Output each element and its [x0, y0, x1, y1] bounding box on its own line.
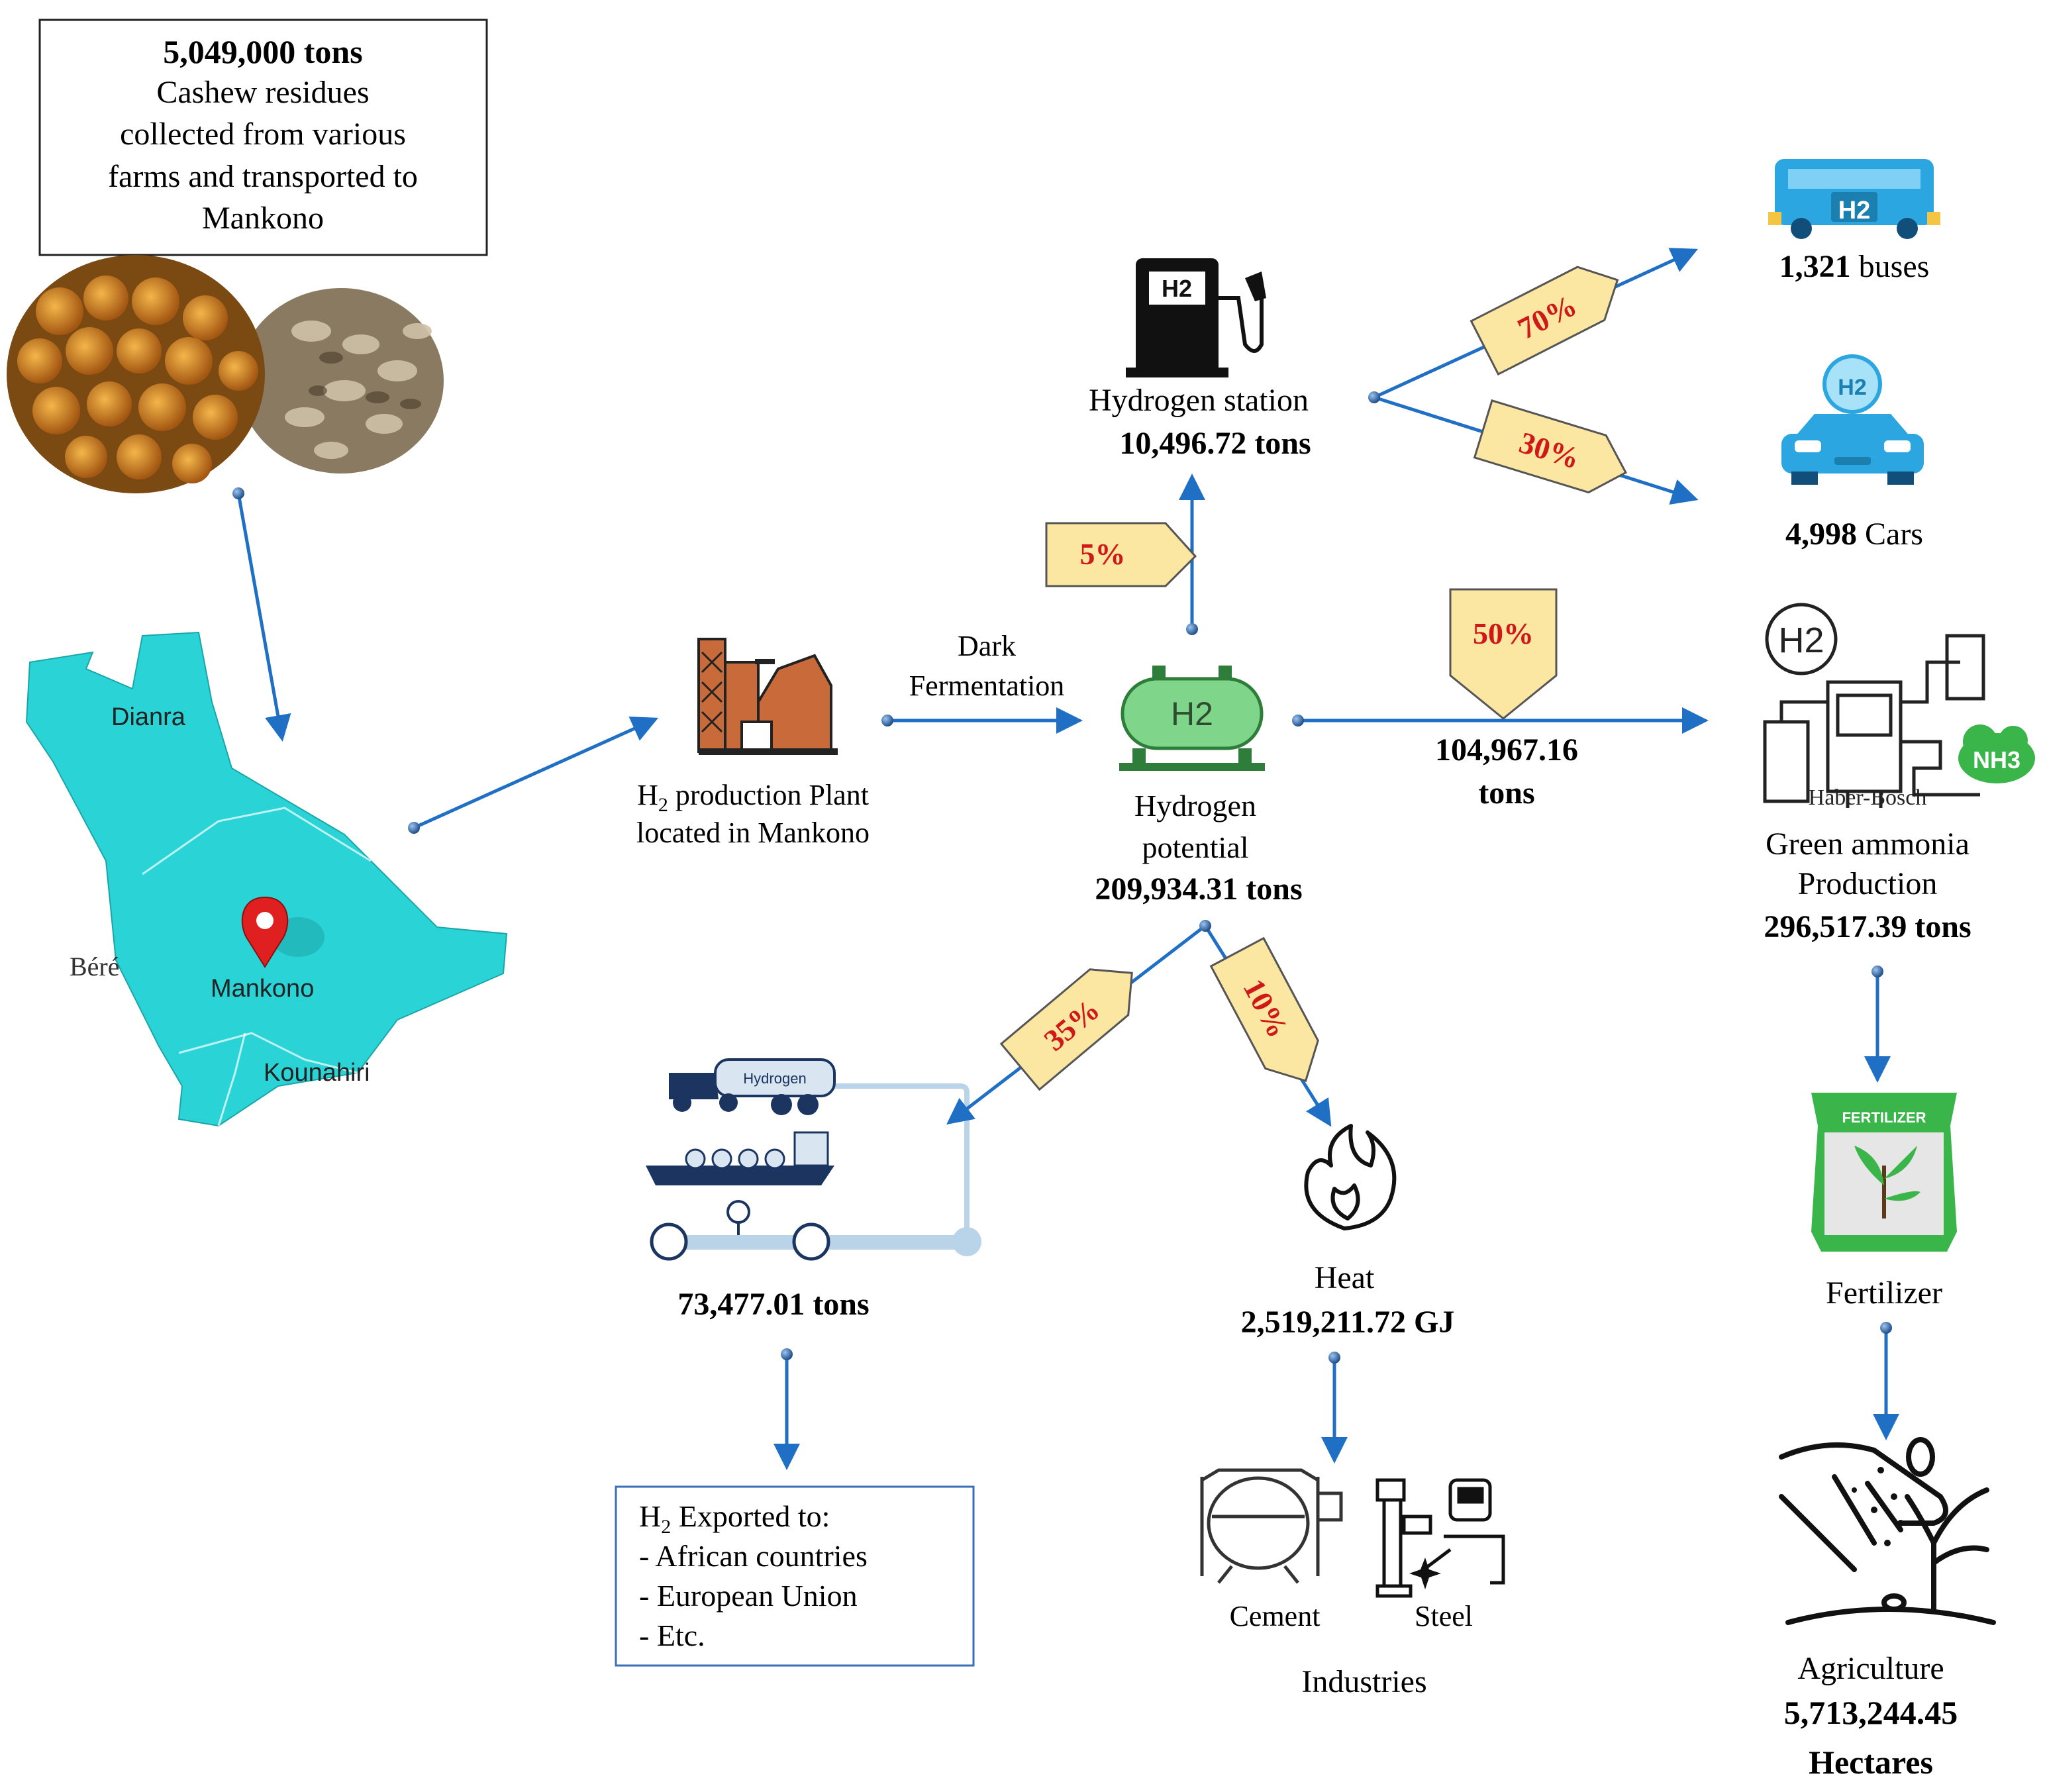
buses-unit: buses — [1851, 249, 1930, 284]
agriculture-hand-seed-icon — [1779, 1437, 1996, 1625]
ammonia-flow-amount: 104,967.16 — [1435, 732, 1578, 768]
nh3-cloud-icon: NH3 — [1958, 724, 2035, 783]
cement-mixer-icon — [1200, 1468, 1343, 1584]
heat-label: Heat — [1315, 1260, 1375, 1295]
cement-label: Cement — [1230, 1600, 1321, 1632]
export-item-3: - Etc. — [639, 1618, 705, 1652]
buses-label: 1,321 buses — [1779, 249, 1930, 284]
ammonia-icon-h2: H2 — [1778, 621, 1824, 660]
welding-spark-icon — [1409, 1558, 1441, 1589]
ammonia-flow-unit: tons — [1478, 775, 1534, 811]
percent-tag-35: 35% — [999, 968, 1133, 1091]
haber-bosch-plant-icon — [1763, 603, 1985, 808]
arrow-map-to-plant — [413, 717, 659, 830]
pump-label: H2 — [1162, 275, 1192, 302]
station-amount: 10,496.72 tons — [1119, 426, 1311, 461]
source-line-4: Mankono — [202, 201, 324, 236]
fertilizer-label: Fertilizer — [1826, 1275, 1942, 1311]
source-line-2: collected from various — [120, 117, 406, 152]
export-box-h: H — [639, 1499, 661, 1533]
station-label: Hydrogen station — [1089, 383, 1309, 418]
percent-tag-5: 5% — [1045, 522, 1197, 587]
hydrogen-bus-icon: H2 — [1768, 159, 1940, 239]
hub-amount: 209,934.31 tons — [1095, 871, 1302, 907]
ammonia-icon-nh3: NH3 — [1973, 746, 2020, 773]
haber-bosch-caption: Haber-Bosch — [1809, 785, 1927, 810]
agriculture-unit: Hectares — [1809, 1744, 1933, 1781]
cars-label: 4,998 Cars — [1785, 517, 1923, 552]
export-amount: 73,477.01 tons — [677, 1287, 869, 1322]
percent-tag-30: 30% — [1473, 399, 1628, 494]
factory-icon — [697, 638, 838, 755]
flame-icon — [1304, 1124, 1397, 1230]
export-box-subscript: 2 — [661, 1516, 671, 1538]
percent-tag-10: 10% — [1209, 936, 1319, 1082]
steel-label: Steel — [1415, 1600, 1473, 1632]
ammonia-label-line-2: Production — [1798, 866, 1938, 901]
cashew-apples-photo — [7, 255, 265, 493]
buses-amount: 1,321 — [1779, 249, 1851, 284]
process-label-line-2: Fermentation — [909, 670, 1065, 702]
map-label-mankono: Mankono — [211, 975, 314, 1003]
source-line-1: Cashew residues — [156, 75, 369, 110]
export-transport-icon: Hydrogen — [646, 1058, 981, 1261]
export-box-title-rest: Exported to: — [671, 1499, 830, 1533]
export-item-1: - African countries — [639, 1539, 868, 1573]
industries-label: Industries — [1301, 1664, 1426, 1699]
map-label-bere: Béré — [70, 952, 120, 981]
hub-label-line-1: Hydrogen — [1134, 789, 1256, 822]
fertilizer-bag-label: FERTILIZER — [1842, 1109, 1926, 1126]
agriculture-label: Agriculture — [1797, 1651, 1944, 1686]
ammonia-amount: 296,517.39 tons — [1764, 909, 1971, 944]
percent-5: 5% — [1080, 537, 1126, 571]
ammonia-label-line-1: Green ammonia — [1766, 826, 1970, 862]
export-box-title: H2 Exported to: — [639, 1499, 830, 1538]
agriculture-amount: 5,713,244.45 — [1784, 1694, 1958, 1731]
hydrogen-tank-icon: H2 — [1119, 666, 1265, 771]
car-label: H2 — [1838, 375, 1866, 400]
map-label-dianra: Dianra — [111, 703, 186, 731]
location-pin-icon — [241, 896, 324, 968]
cars-unit: Cars — [1857, 517, 1923, 552]
cars-amount: 4,998 — [1785, 517, 1857, 552]
plant-label-line-1: H2 production Plant — [637, 779, 869, 816]
process-label-line-1: Dark — [958, 630, 1016, 662]
cashew-residue-photo — [238, 288, 444, 473]
hub-label-line-2: potential — [1142, 830, 1249, 864]
plant-label-line-2: located in Mankono — [636, 817, 870, 849]
flow-arrows — [236, 248, 1899, 1470]
arrow-residues-to-map — [236, 493, 291, 742]
percent-tag-50: 50% — [1449, 588, 1558, 720]
seed-dots — [1852, 1467, 1904, 1546]
percent-tag-70: 70% — [1470, 266, 1619, 376]
plant-label-h: H — [637, 779, 658, 811]
heat-amount: 2,519,211.72 GJ — [1241, 1305, 1455, 1340]
source-box: 5,049,000 tons Cashew residues collected… — [38, 19, 488, 256]
fuel-pump-icon: H2 — [1126, 258, 1266, 377]
percent-50: 50% — [1473, 617, 1534, 650]
source-amount: 5,049,000 tons — [163, 33, 362, 70]
map-label-kounahiri: Kounahiri — [264, 1059, 370, 1087]
bus-label: H2 — [1838, 197, 1871, 224]
mankono-map: Dianra Béré Mankono Kounahiri — [25, 631, 508, 1127]
arrow-start-dots — [232, 391, 1892, 1364]
export-box: H2 Exported to: - African countries - Eu… — [615, 1485, 975, 1667]
tank-label: H2 — [1171, 695, 1213, 732]
fertilizer-bag-icon: FERTILIZER — [1811, 1093, 1957, 1252]
export-item-2: - European Union — [639, 1579, 858, 1613]
hydrogen-car-icon: H2 — [1781, 354, 1924, 485]
plant-label-subscript: 2 — [658, 794, 668, 816]
source-line-3: farms and transported to — [108, 159, 418, 194]
steel-welding-icon — [1375, 1478, 1505, 1598]
plant-label-rest: production Plant — [668, 779, 869, 811]
truck-tank-label: Hydrogen — [743, 1070, 806, 1087]
